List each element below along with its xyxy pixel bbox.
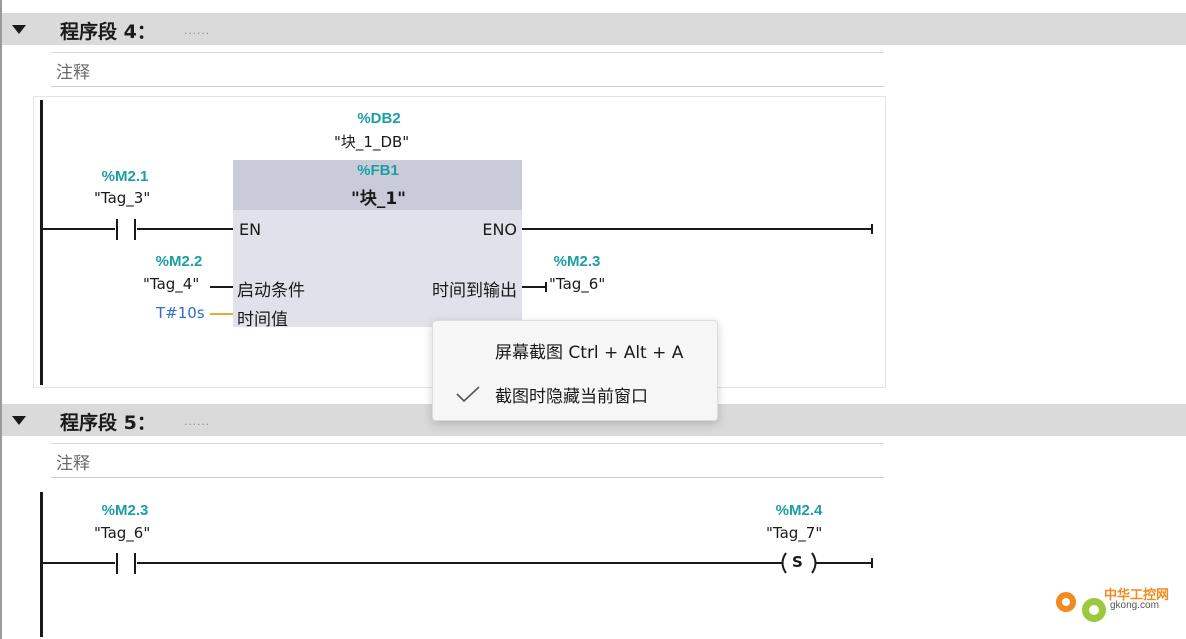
menu-item-hide-window[interactable]: 截图时隐藏当前窗口 xyxy=(433,373,717,413)
input-tag4-symbol[interactable]: "Tag_4" xyxy=(143,275,200,293)
input-tag4-address: %M2.2 xyxy=(155,253,203,270)
pin-start-condition: 启动条件 xyxy=(237,281,305,301)
contact-tag3-address: %M2.1 xyxy=(101,168,149,185)
gear-icon xyxy=(1056,592,1106,622)
function-block-header: %FB1 "块_1" xyxy=(233,160,522,210)
input-time-constant[interactable]: T#10s xyxy=(156,304,205,322)
collapse-triangle-icon[interactable] xyxy=(12,25,26,34)
coil-tag7-symbol[interactable]: "Tag_7" xyxy=(766,524,823,542)
comment-placeholder: 注释 xyxy=(56,454,90,474)
menu-item-screenshot[interactable]: 屏幕截图 Ctrl + Alt + A xyxy=(433,329,717,369)
network-5-title: 程序段 5： xyxy=(60,412,156,434)
instance-db-address: %DB2 xyxy=(357,110,401,127)
watermark-cn-text: 中华工控网 xyxy=(1104,588,1170,603)
menu-item-hide-window-label: 截图时隐藏当前窗口 xyxy=(495,387,648,407)
watermark-url-text: gkong.com xyxy=(1110,600,1159,611)
pin-time-value: 时间值 xyxy=(237,310,288,330)
pin-time-up-output: 时间到输出 xyxy=(432,281,517,301)
fb-address: %FB1 xyxy=(357,162,399,179)
menu-item-screenshot-label: 屏幕截图 Ctrl + Alt + A xyxy=(495,343,684,363)
contact-tag3-symbol[interactable]: "Tag_3" xyxy=(94,189,151,207)
network-5-comment[interactable]: 注释 xyxy=(51,443,884,478)
contact-tag6-symbol[interactable]: "Tag_6" xyxy=(94,524,151,542)
pin-eno: ENO xyxy=(482,220,517,239)
pin-en: EN xyxy=(239,220,262,239)
coil-tag7-address: %M2.4 xyxy=(775,502,823,519)
gkong-watermark-logo: 中华工控网 gkong.com xyxy=(1048,578,1178,633)
collapse-triangle-icon[interactable] xyxy=(12,416,26,425)
editor-left-border xyxy=(0,0,2,639)
function-block-fb1[interactable]: %FB1 "块_1" EN ENO 启动条件 时间值 时间到输出 xyxy=(233,160,522,330)
output-tag6-address: %M2.3 xyxy=(553,253,601,270)
output-tag6-symbol[interactable]: "Tag_6" xyxy=(549,275,606,293)
network-4-header[interactable]: 程序段 4： ...... xyxy=(2,13,1186,45)
contact-tag6-address: %M2.3 xyxy=(101,502,149,519)
instance-db-name: "块_1_DB" xyxy=(334,133,410,151)
fb-name: "块_1" xyxy=(351,189,407,209)
network-4-title: 程序段 4： xyxy=(60,21,156,43)
set-coil-label[interactable]: S xyxy=(792,553,803,571)
network-5-title-placeholder[interactable]: ...... xyxy=(184,414,211,428)
network-4-title-placeholder[interactable]: ...... xyxy=(184,23,211,37)
comment-placeholder: 注释 xyxy=(56,63,90,83)
screenshot-context-menu: 屏幕截图 Ctrl + Alt + A 截图时隐藏当前窗口 xyxy=(432,320,718,421)
network-4-comment[interactable]: 注释 xyxy=(51,52,884,87)
check-icon xyxy=(456,386,480,403)
